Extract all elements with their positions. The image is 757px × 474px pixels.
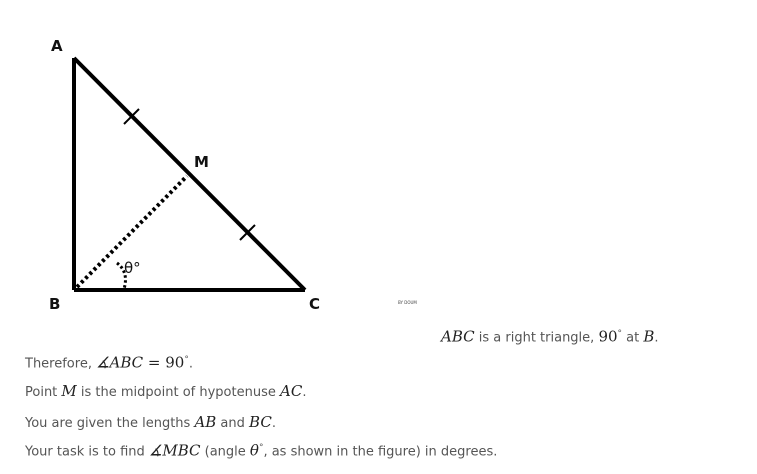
vertex-label-a: A xyxy=(51,37,63,55)
math-90: 90 xyxy=(598,327,618,346)
text: . xyxy=(188,356,193,372)
statement-line-2: Therefore, ∡ABC = 90°. xyxy=(25,351,193,373)
median-bm xyxy=(75,174,189,289)
text: Your task is to find xyxy=(25,444,149,460)
math-90: 90 xyxy=(165,353,185,372)
vertex-label-b: B xyxy=(49,295,60,313)
text: is the midpoint of hypotenuse xyxy=(76,385,280,400)
math-bc: BC xyxy=(249,413,272,431)
figure-credit: BY DOUM xyxy=(398,300,417,305)
text: . xyxy=(654,330,659,346)
text: . xyxy=(271,416,276,431)
degree-symbol: ° xyxy=(184,355,189,365)
math-equals: = xyxy=(143,353,166,372)
degree-symbol: ° xyxy=(617,329,623,339)
math-m: M xyxy=(61,382,77,400)
statement-line-1: ABC is a right triangle, 90° at B. xyxy=(441,325,659,347)
math-ac: AC xyxy=(280,382,303,400)
theta-label: θ° xyxy=(124,259,141,277)
math-angle-abc: ∡ABC xyxy=(96,353,144,372)
text: , as shown in the figure) in degrees. xyxy=(263,444,498,460)
triangle-figure: A B C M θ° BY DOUM xyxy=(49,37,417,313)
math-theta: θ xyxy=(249,441,259,460)
text: Point xyxy=(25,385,62,400)
hypotenuse-ac xyxy=(72,56,307,292)
statement-line-4: You are given the lengths AB and BC. xyxy=(25,413,276,433)
text: (angle xyxy=(200,444,250,460)
text: You are given the lengths xyxy=(25,416,195,431)
vertex-label-c: C xyxy=(309,295,320,313)
math-ab: AB xyxy=(194,413,217,431)
degree-symbol: ° xyxy=(258,443,264,453)
statement-line-3: Point M is the midpoint of hypotenuse AC… xyxy=(25,382,306,402)
tick-mark-mc xyxy=(239,224,256,241)
text: and xyxy=(216,416,250,431)
math-abc: ABC xyxy=(441,327,475,346)
angle-arc xyxy=(116,261,127,290)
text: at xyxy=(622,330,644,346)
math-angle-mbc: ∡MBC xyxy=(148,441,201,460)
text: is a right triangle, xyxy=(474,330,599,346)
math-b: B xyxy=(643,327,655,346)
text: . xyxy=(302,385,307,400)
statement-line-5: Your task is to find ∡MBC (angle θ°, as … xyxy=(25,439,497,461)
text: Therefore, xyxy=(25,356,97,372)
tick-mark-am xyxy=(123,108,140,125)
vertex-label-m: M xyxy=(194,153,209,171)
